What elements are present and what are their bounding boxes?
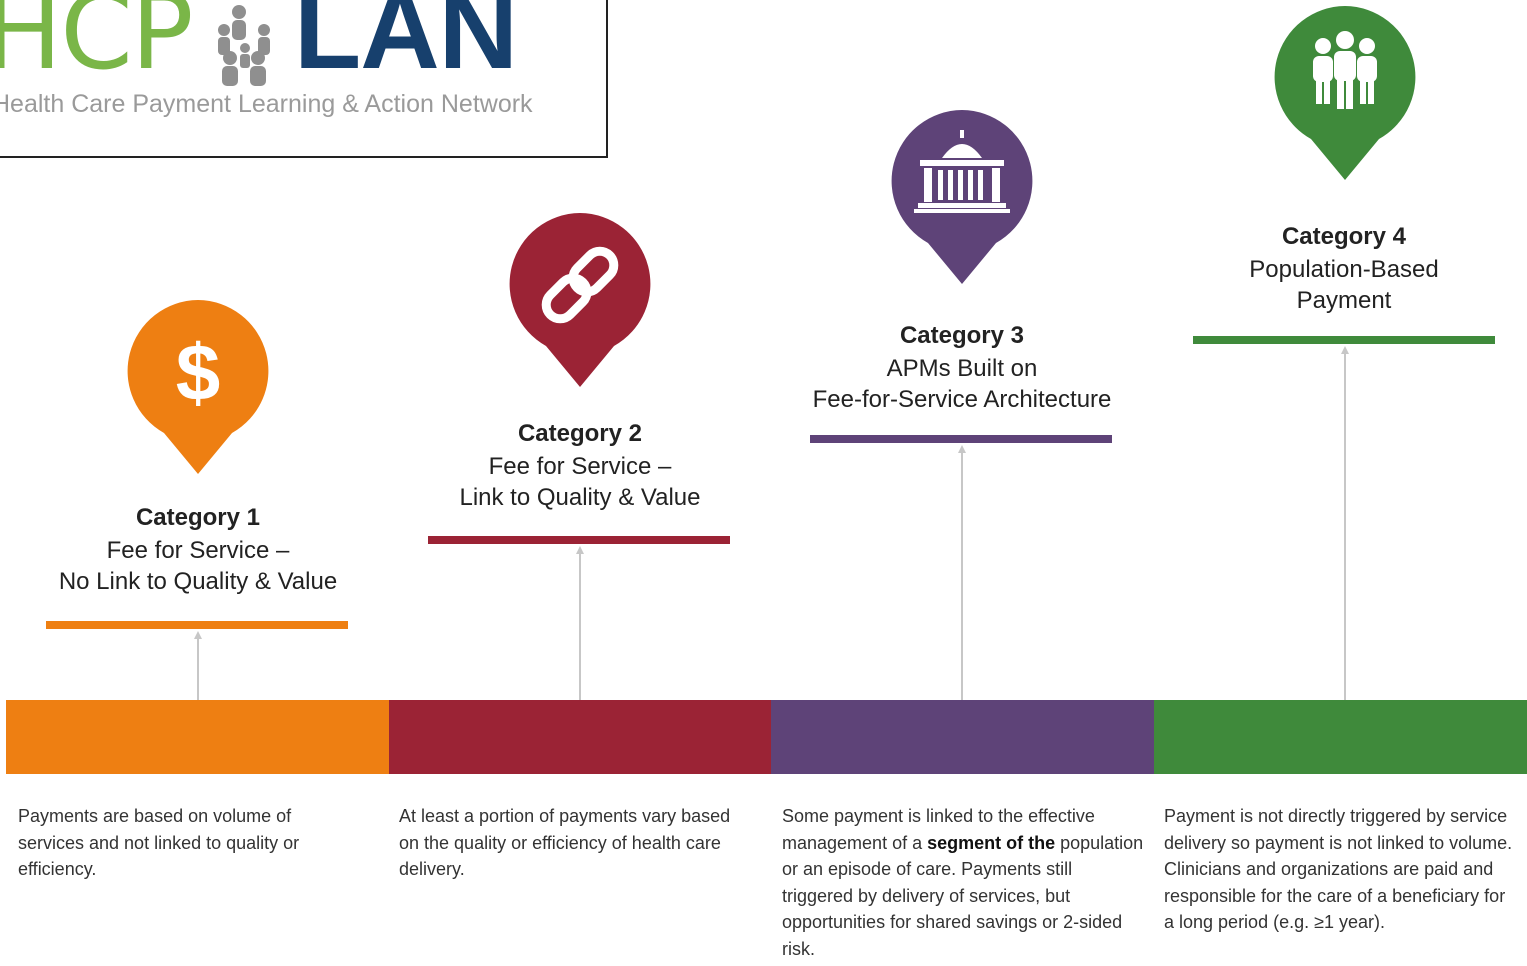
category-3-description-end: population or an episode of care. Paymen… bbox=[782, 832, 1144, 959]
category-4-title: Category 4 bbox=[1281, 223, 1407, 250]
category-1-description: Payments are based on volume of services… bbox=[18, 806, 300, 879]
category-3-connector-arrow bbox=[958, 445, 966, 453]
category-4-description: Payment is not directly triggered by ser… bbox=[1164, 806, 1513, 932]
logo-lan-text: LAN bbox=[294, 0, 518, 92]
link-icon bbox=[541, 246, 619, 324]
category-4-pin bbox=[1274, 6, 1416, 180]
category-1-subtitle-line1: Fee for Service – bbox=[106, 537, 290, 564]
category-3-subtitle-line1: APMs Built on bbox=[886, 355, 1038, 382]
category-2-connector-arrow bbox=[576, 546, 584, 554]
category-3-title: Category 3 bbox=[899, 322, 1025, 349]
building-icon bbox=[914, 130, 1010, 213]
category-1-title: Category 1 bbox=[135, 504, 261, 531]
category-4-connector-arrow bbox=[1341, 346, 1349, 354]
category-3-band bbox=[771, 700, 1154, 774]
category-3-connector bbox=[961, 452, 963, 700]
people-icon bbox=[1313, 31, 1377, 109]
dollar-icon: $ bbox=[176, 328, 221, 417]
category-1-band bbox=[6, 700, 389, 774]
category-2-pin bbox=[509, 213, 651, 387]
category-4-underline bbox=[1193, 336, 1495, 344]
category-3-subtitle-line2: Fee-for-Service Architecture bbox=[812, 386, 1112, 413]
category-3-pin bbox=[891, 110, 1033, 284]
category-1-connector-arrow bbox=[194, 631, 202, 639]
category-1-underline bbox=[46, 621, 348, 629]
category-4-subtitle-line1: Population-Based bbox=[1249, 256, 1439, 283]
category-2-label: Category 2 Fee for Service – Link to Qua… bbox=[430, 417, 730, 513]
category-1-pin: $ bbox=[127, 300, 269, 474]
category-2-title: Category 2 bbox=[517, 420, 643, 447]
category-4-subtitle-line2: Payment bbox=[1296, 287, 1392, 314]
category-1-subtitle-line2: No Link to Quality & Value bbox=[58, 568, 338, 595]
category-4-label: Category 4 Population-Based Payment bbox=[1194, 220, 1494, 316]
category-2-subtitle-line1: Fee for Service – bbox=[488, 453, 672, 480]
category-2-subtitle-line2: Link to Quality & Value bbox=[459, 484, 701, 511]
people-logo-icon bbox=[218, 5, 270, 86]
category-2-description: At least a portion of payments vary base… bbox=[399, 806, 731, 879]
category-2-band bbox=[389, 700, 771, 774]
category-3-description: Some payment is linked to the effective … bbox=[782, 803, 1144, 962]
category-4-connector bbox=[1344, 353, 1346, 700]
category-1-connector bbox=[197, 638, 199, 700]
logo-hcp-text: HCP bbox=[0, 0, 194, 93]
logo-subtitle: Health Care Payment Learning & Action Ne… bbox=[0, 90, 533, 118]
category-2-underline bbox=[428, 536, 730, 544]
category-3-label: Category 3 APMs Built on Fee-for-Service… bbox=[812, 319, 1112, 415]
category-3-description-start: Some payment is linked to the effective … bbox=[782, 806, 1095, 853]
category-3-description-bold: segment of the bbox=[927, 832, 1056, 853]
category-2-connector bbox=[579, 553, 581, 700]
hcp-lan-logo: HCP LAN Health Care Payment Learning & A… bbox=[0, 0, 608, 158]
category-4-band bbox=[1154, 700, 1527, 774]
category-3-underline bbox=[810, 435, 1112, 443]
category-1-label: Category 1 Fee for Service – No Link to … bbox=[48, 501, 348, 597]
